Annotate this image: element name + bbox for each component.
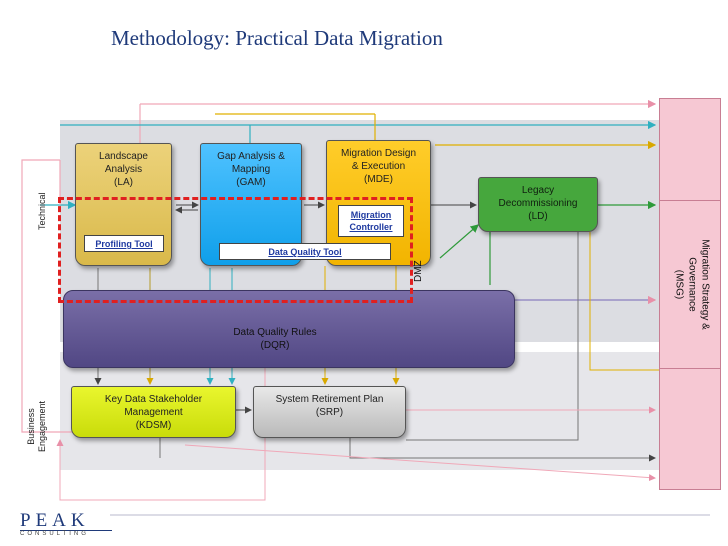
peak-logo: PEAK	[20, 510, 90, 531]
stakeholder-management-box: Key Data Stakeholder Management (KDSM)	[71, 386, 236, 438]
data-quality-rules-box	[63, 290, 515, 368]
tool-highlight-frame	[58, 197, 413, 303]
legacy-decommissioning-label: Legacy Decommissioning (LD)	[498, 185, 578, 222]
data-quality-rules-label: Data Quality Rules (DQR)	[233, 327, 317, 351]
footer-divider	[110, 514, 710, 516]
migration-strategy-box	[659, 98, 721, 490]
migration-controller-link[interactable]: Migration Controller	[338, 205, 404, 237]
logo-divider	[20, 530, 112, 531]
data-quality-tool-link[interactable]: Data Quality Tool	[219, 243, 391, 260]
landscape-analysis-label: Landscape Analysis (LA)	[99, 151, 148, 188]
profiling-tool-link[interactable]: Profiling Tool	[84, 235, 164, 252]
migration-strategy-label: Migration Strategy & Governance (MSG)	[673, 239, 711, 330]
msg-divider	[659, 200, 721, 201]
page-title: Methodology: Practical Data Migration	[111, 26, 443, 50]
technical-band-label: Technical	[37, 192, 47, 230]
stakeholder-management-label: Key Data Stakeholder Management (KDSM)	[104, 394, 203, 431]
legacy-decommissioning-box: Legacy Decommissioning (LD)	[478, 177, 598, 232]
system-retirement-box: System Retirement Plan (SRP)	[253, 386, 406, 438]
peak-logo-subtitle: CONSULTING	[20, 531, 89, 537]
dmz-label: DMZ	[413, 260, 424, 282]
gap-analysis-label: Gap Analysis & Mapping (GAM)	[217, 151, 285, 188]
business-band-label: Business Engagement	[26, 400, 47, 452]
system-retirement-label: System Retirement Plan (SRP)	[275, 394, 384, 418]
migration-design-label: Migration Design & Execution (MDE)	[340, 148, 417, 185]
msg-divider	[659, 368, 721, 369]
